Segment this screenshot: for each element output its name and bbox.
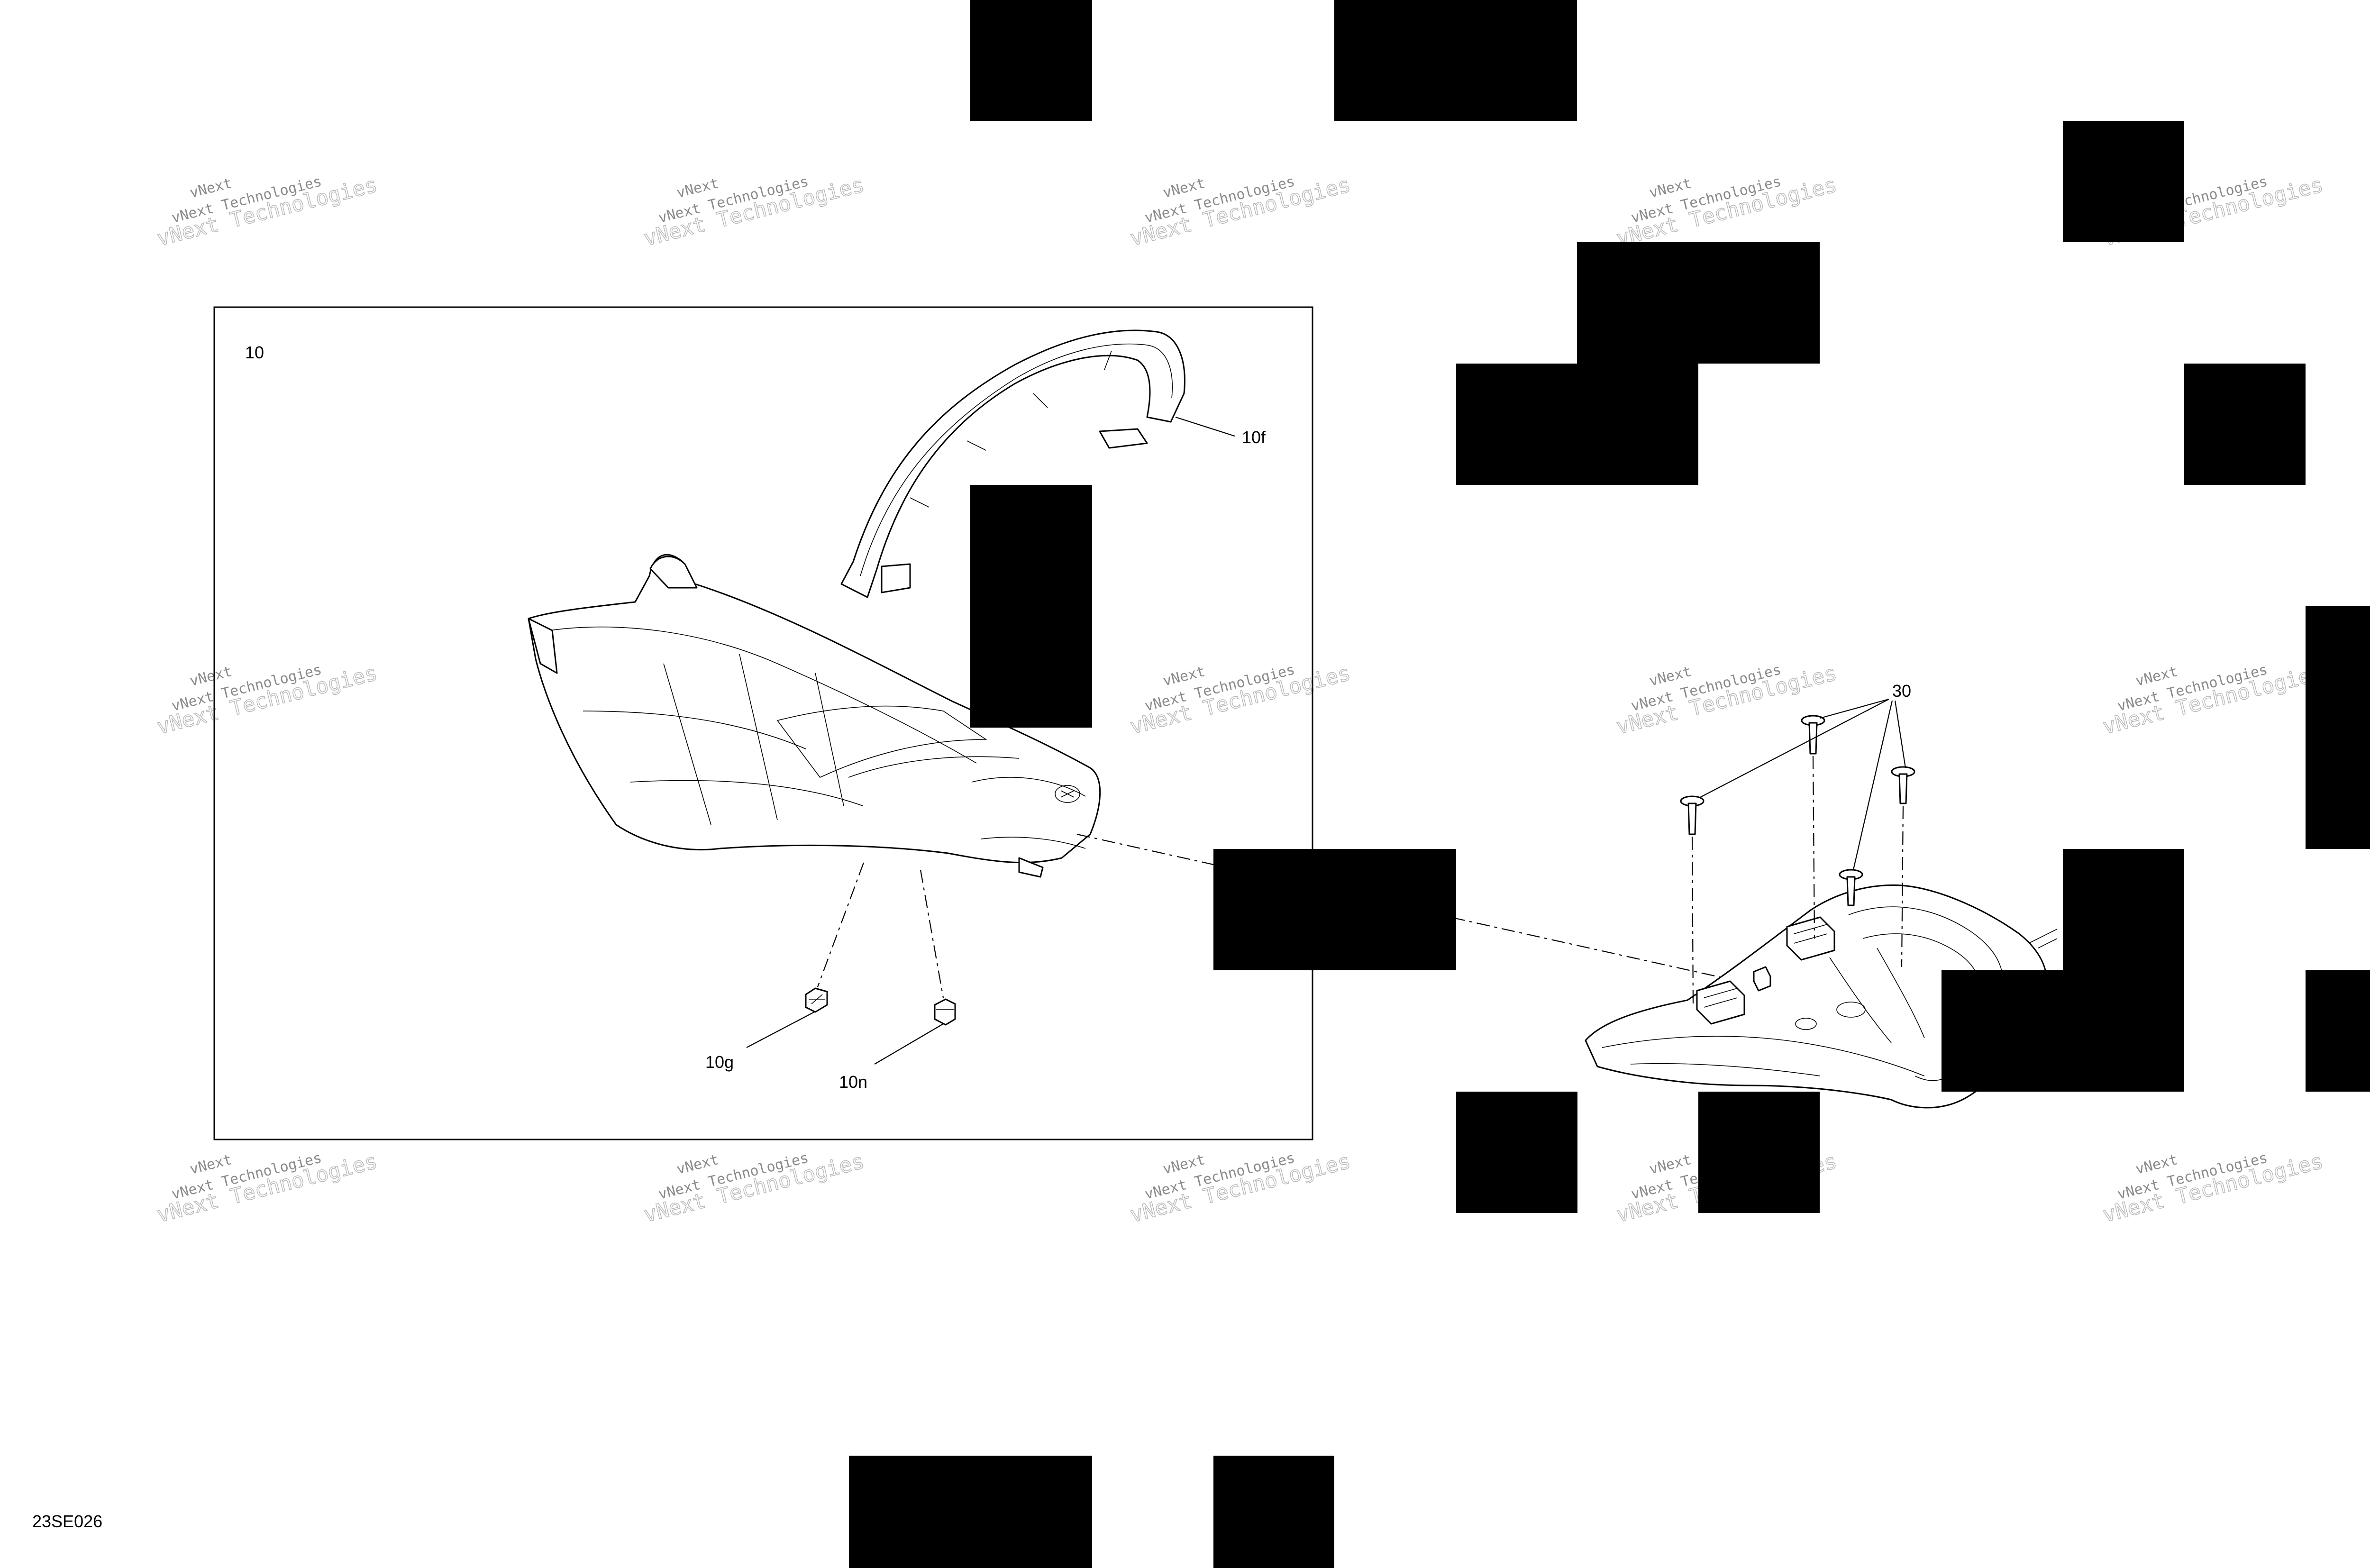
- inset-label: 10: [245, 343, 264, 362]
- centerline-10g: [817, 862, 865, 987]
- leader-30b: [1820, 698, 1889, 719]
- screw-4: [1891, 766, 1915, 804]
- screw-3: [1839, 869, 1863, 906]
- callout-10n: 10n: [839, 1072, 867, 1092]
- screw-1-centerline: [1691, 836, 1694, 1005]
- clip-10g: [805, 987, 828, 1013]
- inset-frame: [213, 306, 1313, 1140]
- clip-10n: [934, 998, 956, 1026]
- callout-10f: 10f: [1242, 428, 1266, 447]
- leader-10g: [746, 1012, 815, 1048]
- leader-30c: [1852, 700, 1893, 870]
- seat-assembly: [528, 554, 1101, 878]
- screw-4-centerline: [1901, 805, 1904, 967]
- screw-1: [1680, 795, 1705, 835]
- leader-10n: [874, 1023, 944, 1065]
- grab-handle: [840, 329, 1185, 598]
- leader-10f: [1175, 416, 1235, 437]
- redaction-blocks: [849, 0, 2370, 1568]
- callout-10g: 10g: [705, 1052, 734, 1072]
- centerline-10n: [920, 869, 944, 998]
- screw-2-centerline: [1812, 756, 1815, 939]
- figure-code: 23SE026: [32, 1512, 102, 1531]
- seat-frame: [1585, 884, 2058, 1109]
- leader-30a: [1699, 699, 1889, 798]
- leader-30d: [1894, 700, 1906, 768]
- callout-30: 30: [1892, 681, 1911, 701]
- screw-2: [1801, 715, 1825, 755]
